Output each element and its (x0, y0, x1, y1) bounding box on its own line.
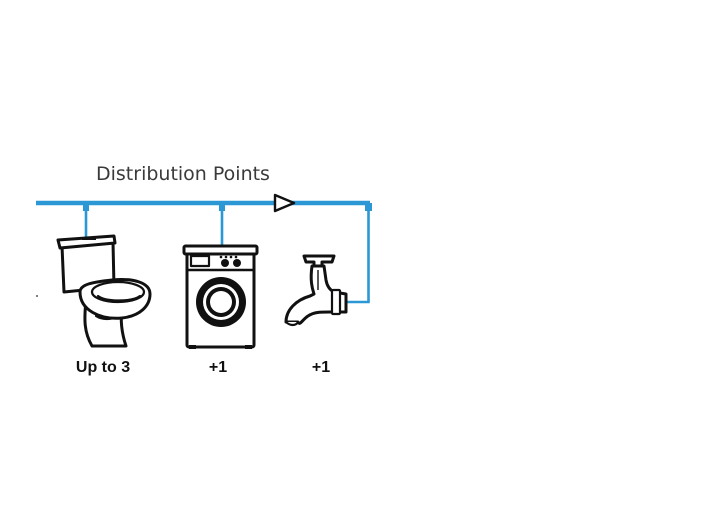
tap-icon (284, 254, 348, 327)
washing-machine-icon (182, 244, 259, 349)
diagram-title: Distribution Points (96, 163, 270, 185)
stray-dot (36, 295, 38, 297)
main-pipe (36, 200, 372, 304)
flow-direction-arrow-icon (273, 193, 296, 213)
toilet-count-label: Up to 3 (76, 359, 130, 376)
toilet-icon (56, 234, 152, 348)
tap-count-label: +1 (312, 359, 330, 376)
washer-count-label: +1 (209, 359, 227, 376)
